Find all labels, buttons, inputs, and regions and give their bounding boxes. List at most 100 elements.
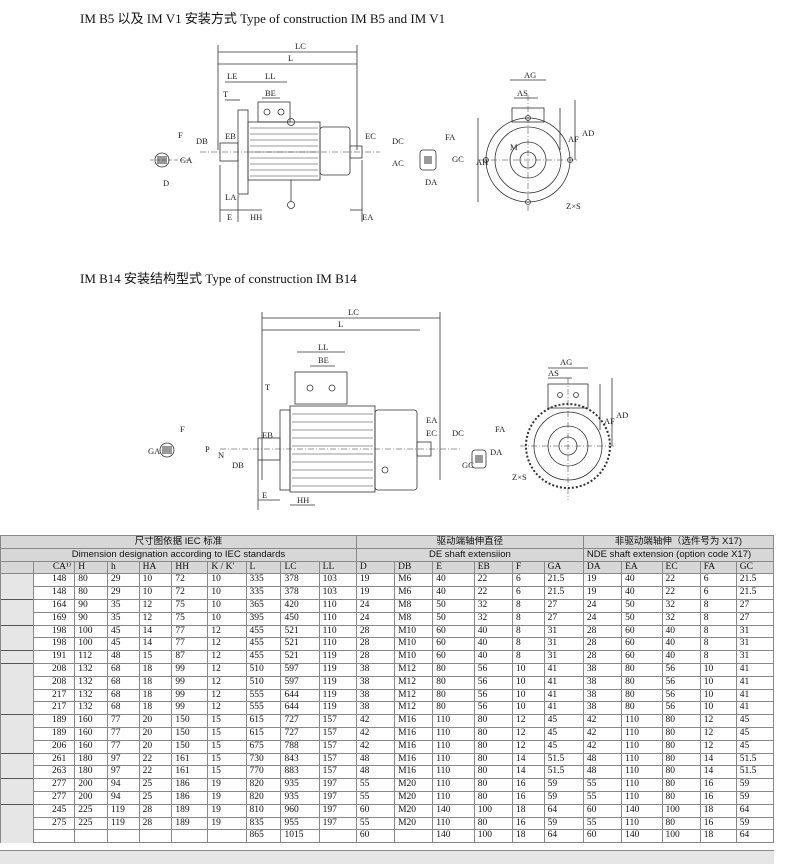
table-cell: 21.5 (735, 586, 775, 600)
table-cell: M16 (394, 714, 434, 728)
table-cell: 110 (318, 624, 357, 639)
table-cell: 80 (621, 675, 663, 690)
table-cell: 208 (32, 662, 76, 677)
table-cell: 843 (280, 752, 320, 767)
table-cell: 12 (699, 714, 737, 728)
label-eb-2: EB (262, 430, 273, 440)
table-cell: 245 (32, 803, 76, 818)
table-cell: 110 (432, 752, 475, 767)
table-cell: 12 (511, 714, 545, 728)
group-header-de-en: DE shaft extensiion (355, 547, 584, 562)
table-cell: 28 (355, 624, 396, 639)
table-cell: 59 (735, 778, 775, 792)
label-le: LE (227, 71, 237, 81)
table-cell: 186 (171, 790, 209, 805)
table-cell: M12 (394, 688, 434, 703)
table-cell: 14 (699, 752, 737, 767)
table-cell: 45 (543, 714, 584, 728)
table-cell: 119 (106, 803, 140, 818)
table-cell: 110 (318, 611, 357, 626)
table-cell: 100 (473, 829, 513, 844)
table-cell: 521 (280, 650, 320, 664)
heading-b14: IM B14 安装结构型式 Type of construction IM B1… (80, 271, 357, 286)
label-ah: AH (476, 157, 488, 167)
table-cell: 455 (245, 637, 282, 652)
row-lead-cell (0, 791, 34, 805)
group-header-iec-en: Dimension designation according to IEC s… (0, 547, 357, 562)
table-cell: 935 (280, 778, 320, 792)
table-cell: 80 (432, 675, 475, 690)
column-header: F (511, 560, 545, 575)
table-cell (318, 829, 357, 844)
table-cell: 80 (473, 816, 513, 831)
table-cell: 100 (473, 803, 513, 818)
table-cell: 40 (661, 650, 701, 664)
label-eb: EB (225, 131, 236, 141)
table-cell: 42 (355, 726, 396, 741)
group-header-nde-en: NDE shaft extension (option code X17) (582, 547, 775, 562)
table-cell: 10 (511, 662, 545, 677)
table-cell: 42 (582, 714, 623, 728)
table-cell: 8 (699, 624, 737, 639)
row-lead-cell (0, 637, 34, 651)
table-cell: 38 (355, 675, 396, 690)
table-cell: 157 (318, 714, 357, 728)
table-cell: 110 (621, 726, 663, 741)
table-cell: 12 (207, 688, 247, 703)
label-n: N (218, 450, 224, 460)
group-header-nde: 非驱动端轴伸（选件号为 X17) (582, 535, 775, 549)
label-as-2: AS (548, 368, 559, 378)
table-cell: 60 (355, 803, 396, 818)
label-ll: LL (265, 71, 275, 81)
table-cell: 80 (432, 701, 475, 716)
row-lead-cell (0, 676, 34, 690)
table-cell: 59 (735, 816, 775, 831)
table-cell: 16 (699, 790, 737, 805)
table-cell: 21.5 (543, 586, 584, 600)
table-cell: 60 (621, 637, 663, 652)
column-header: EB (473, 560, 513, 575)
table-cell: 80 (74, 573, 108, 588)
group-header-nde-cn: 非驱动端轴伸（选件号为 X17) (614, 536, 743, 548)
table-cell: 12 (207, 637, 247, 652)
table-cell: 60 (582, 829, 623, 844)
table-cell: 555 (245, 688, 282, 703)
table-cell: 75 (171, 611, 209, 626)
table-cell: 148 (32, 573, 76, 588)
table-cell: 10 (138, 586, 173, 600)
table-cell: M16 (394, 739, 434, 754)
table-cell: 8 (511, 611, 545, 626)
label-e-2: E (262, 490, 267, 500)
table-cell: 60 (432, 650, 475, 664)
table-cell: 56 (661, 701, 701, 716)
table-cell: 110 (432, 726, 475, 741)
table-cell: 10 (699, 662, 737, 677)
table-cell: 197 (318, 803, 357, 818)
table-cell: 90 (74, 598, 108, 613)
table-cell: 132 (74, 701, 108, 716)
label-ea: EA (362, 212, 374, 222)
label-da-2: DA (490, 447, 503, 457)
table-cell: 200 (74, 790, 108, 805)
table-cell: 119 (318, 662, 357, 677)
table-cell: 80 (661, 778, 701, 792)
table-cell: M8 (394, 611, 434, 626)
column-header: LL (318, 560, 357, 575)
label-zxs: Z×S (566, 201, 581, 211)
table-cell: 6 (511, 573, 545, 588)
table-cell: 157 (318, 726, 357, 741)
label-gc: GC (452, 154, 464, 164)
table-cell: 56 (661, 688, 701, 703)
table-cell: 8 (511, 650, 545, 664)
table-cell: 140 (621, 829, 663, 844)
table-cell: 10 (511, 688, 545, 703)
table-cell: 261 (32, 752, 76, 767)
table-cell: 60 (432, 624, 475, 639)
row-lead-cell (0, 598, 34, 613)
column-header: K / K' (207, 560, 247, 575)
table-cell: 12 (699, 726, 737, 741)
table-cell: 24 (582, 598, 623, 613)
table-cell: 19 (355, 586, 396, 600)
